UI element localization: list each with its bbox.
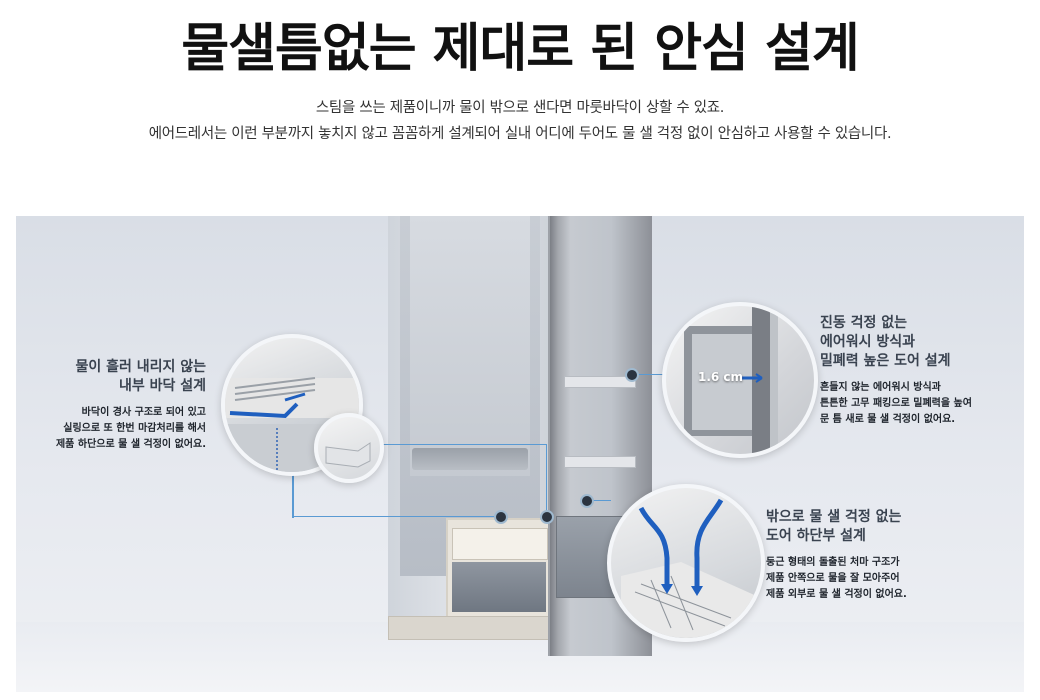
door-seal-callout-title-1: 진동 걱정 없는 (820, 315, 908, 331)
gasket-measure-label: 1.6 cm (698, 370, 744, 384)
hotspot-door-bottom[interactable] (580, 494, 594, 508)
door-drip-illustration (621, 498, 761, 638)
description-line-2: 에어드레서는 이런 부분까지 놓치지 않고 꼼꼼하게 설계되어 실내 어디에 두… (148, 126, 892, 142)
cabinet-base (388, 616, 564, 640)
seal-illustration (325, 442, 371, 468)
floor-callout-body-1: 바닥이 경사 구조로 되어 있고 (81, 407, 206, 418)
product-feature-panel: 1.6 cm 물이 흘러 내리지 않는 내부 바닥 설계 바닥이 경사 구조로 … (16, 216, 1024, 692)
air-dresser-back-panel (410, 216, 530, 476)
floor-callout-body-2: 실링으로 또 한번 마감처리를 해서 (63, 423, 206, 434)
drawer-glass-front (452, 562, 546, 612)
door-bottom-callout-title-1: 밖으로 물 샐 걱정 없는 (766, 509, 902, 525)
door-bottom-callout-body-2: 제품 안쪽으로 물을 잘 모아주어 (766, 573, 900, 584)
connector-line (292, 468, 294, 518)
door-seal-callout-title-2: 에어워시 방식과 (820, 334, 916, 350)
hanger-bar (412, 448, 528, 470)
door-shelf (564, 456, 636, 468)
door-shelf (564, 376, 636, 388)
description-line-1: 스팀을 쓰는 제품이니까 물이 밖으로 샌다면 마룻바닥이 상할 수 있죠. (315, 100, 725, 116)
floor-callout-title-2: 내부 바닥 설계 (118, 378, 206, 394)
floor-callout-title-1: 물이 흘러 내리지 않는 (75, 359, 206, 375)
door-seal-callout-body-2: 튼튼한 고무 패킹으로 밀폐력을 높여 (820, 398, 972, 409)
connector-line (361, 444, 547, 445)
drawer-lid (452, 528, 548, 560)
connector-line (546, 444, 547, 516)
zoom-door-seal-detail (662, 302, 818, 458)
door-bottom-callout-title-2: 도어 하단부 설계 (766, 528, 866, 544)
connector-line (292, 516, 500, 517)
door-seal-callout-title-3: 밀폐력 높은 도어 설계 (820, 353, 951, 369)
hotspot-floor-seal[interactable] (540, 510, 554, 524)
door-gasket-illustration (684, 306, 778, 454)
door-bottom-callout-body-3: 제품 외부로 물 샐 걱정이 없어요. (766, 589, 907, 600)
door-seal-callout-body-1: 흔들지 않는 에어워시 방식과 (820, 382, 941, 393)
door-bottom-callout-body-1: 둥근 형태의 돌출된 처마 구조가 (766, 557, 900, 568)
door-seal-callout-body-3: 문 틈 새로 물 샐 걱정이 없어요. (820, 414, 956, 425)
connector-line (591, 500, 611, 501)
page-title: 물샐틈없는 제대로 된 안심 설계 (181, 19, 859, 79)
zoom-door-bottom-detail (607, 484, 765, 642)
zoom-floor-seal-detail (314, 413, 384, 483)
floor-callout-body-3: 제품 하단으로 물 샐 걱정이 없어요. (55, 439, 206, 450)
connector-line (636, 374, 666, 375)
hotspot-door-seal[interactable] (625, 368, 639, 382)
hotspot-floor[interactable] (494, 510, 508, 524)
